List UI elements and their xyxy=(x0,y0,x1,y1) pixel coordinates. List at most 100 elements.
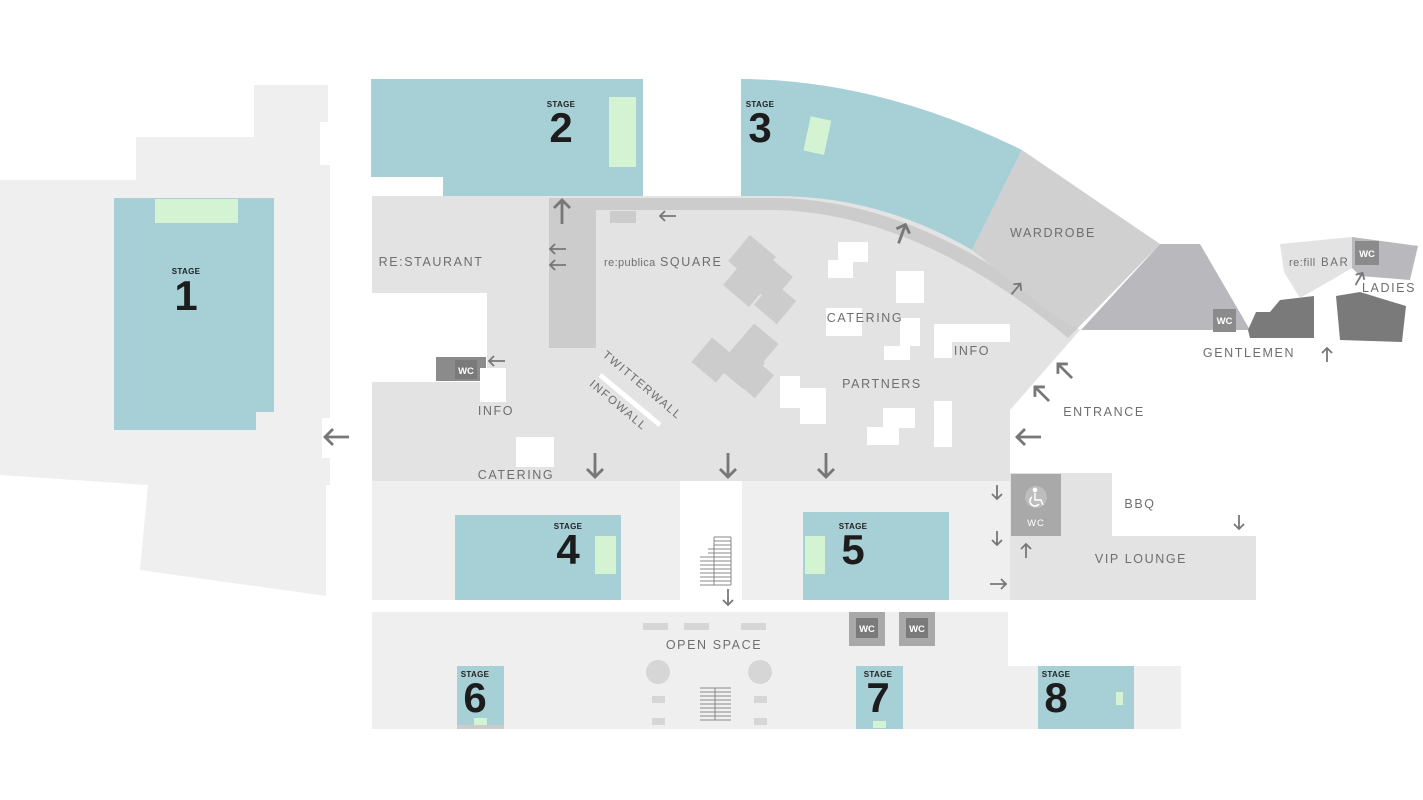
stage-4-number: 4 xyxy=(556,526,580,573)
corridor-small-block xyxy=(610,211,636,223)
arrow-icon xyxy=(719,453,737,479)
stage-8-number: 8 xyxy=(1044,674,1067,721)
left-wc-label: WC xyxy=(458,366,474,377)
arrow-icon xyxy=(817,453,835,479)
gentlemen-dark-block xyxy=(1248,296,1314,338)
partner-stands xyxy=(780,376,952,447)
arrow-icon xyxy=(1056,362,1074,380)
gentlemen-wc-box[interactable] xyxy=(1213,309,1236,332)
arrow-icon xyxy=(548,259,566,271)
stage-2-number: 2 xyxy=(549,104,572,151)
stage-1-number: 1 xyxy=(174,272,197,319)
info-center-label: INFO xyxy=(954,344,990,358)
arrow-icon xyxy=(1015,428,1041,446)
stage-1-label: STAGE xyxy=(172,267,201,276)
arrow-icon xyxy=(991,531,1003,547)
stage-4-label: STAGE xyxy=(554,522,583,531)
stage-4-screen xyxy=(595,536,616,574)
vip-lounge-label: VIP LOUNGE xyxy=(1095,552,1187,566)
accessible-wc-label: WC xyxy=(1027,518,1045,529)
square-label: SQUARE xyxy=(660,255,722,269)
stage-6-number: 6 xyxy=(463,674,486,721)
square-prefix: re:publica xyxy=(604,257,656,269)
arrow-icon xyxy=(586,453,604,479)
stage-6-label: STAGE xyxy=(461,670,490,679)
info-stand-left xyxy=(480,368,506,402)
ladies-wc-box[interactable] xyxy=(1355,241,1379,265)
corridor-wall-vertical xyxy=(549,198,596,348)
gentlemen-label: GENTLEMEN xyxy=(1203,346,1295,360)
stage-5-area[interactable] xyxy=(803,512,949,600)
catering-left-label: CATERING xyxy=(478,468,554,482)
open-space-furniture xyxy=(643,623,772,725)
refill-prefix: re:fill xyxy=(1289,257,1316,269)
open-space-label: OPEN SPACE xyxy=(666,638,762,652)
refill-bar-area xyxy=(1280,237,1352,298)
restaurant-label: RE:STAURANT xyxy=(379,255,484,269)
vip-lounge-area xyxy=(1010,536,1256,600)
bbq-label: BBQ xyxy=(1124,497,1155,511)
stage-5-screen xyxy=(805,536,825,574)
restaurant-area xyxy=(372,196,550,293)
ladies-dark-block xyxy=(1336,292,1406,342)
corridor-wall-curved xyxy=(576,198,1078,338)
arrow-icon xyxy=(1354,271,1366,286)
ladies-label: LADIES xyxy=(1362,281,1416,295)
gentlemen-wc-label: WC xyxy=(1217,316,1233,327)
stage-7-area[interactable] xyxy=(856,666,903,729)
bottom-wc-2-inner xyxy=(906,618,928,638)
ladies-wc-label: WC xyxy=(1359,249,1375,260)
arrow-icon xyxy=(553,198,571,224)
stage-1-wall-notch xyxy=(256,412,276,432)
refill-bar: BAR xyxy=(1321,257,1349,269)
stage-3-label: STAGE xyxy=(746,100,775,109)
arrow-icon xyxy=(895,222,911,244)
stage-1-screen xyxy=(155,199,238,223)
bottom-wc-1-label: WC xyxy=(859,624,875,635)
arrow-icon xyxy=(658,210,676,222)
arrow-icon xyxy=(1020,542,1032,558)
catering-stand-left xyxy=(516,437,554,467)
stage-6-edge xyxy=(457,725,504,729)
left-wc-box[interactable] xyxy=(455,360,477,379)
stage-3-screen xyxy=(803,116,832,155)
gentlemen-area xyxy=(1081,244,1250,330)
stage-8-screen xyxy=(1116,692,1123,705)
arrow-icon xyxy=(487,355,505,367)
refill-bar-label: re:fill BAR xyxy=(1289,257,1349,269)
stage-2-screen xyxy=(609,97,636,167)
stage-2-label: STAGE xyxy=(547,100,576,109)
stage-5-label: STAGE xyxy=(839,522,868,531)
catering-stands xyxy=(826,242,1010,360)
stage-6-screen xyxy=(474,718,487,725)
stage-1-area[interactable] xyxy=(114,198,274,430)
square-stand-bottom xyxy=(691,323,779,399)
arrow-icon xyxy=(1033,385,1051,403)
wheelchair-icon xyxy=(1029,487,1044,507)
entrance-label: ENTRANCE xyxy=(1063,405,1145,419)
stage-8-label: STAGE xyxy=(1042,670,1071,679)
stage-7-number: 7 xyxy=(866,674,889,721)
square-stand-top xyxy=(723,235,797,325)
stage-3-number: 3 xyxy=(748,104,771,151)
wardrobe-label: WARDROBE xyxy=(1010,226,1096,240)
stage-4-area[interactable] xyxy=(455,515,621,600)
stairs-icon xyxy=(700,536,732,586)
twitterwall-divider xyxy=(598,373,662,427)
arrow-icon xyxy=(323,428,349,446)
arrow-icon xyxy=(548,243,566,255)
arrow-icon xyxy=(991,485,1003,501)
bottom-wc-1-inner xyxy=(856,618,878,638)
stage-7-screen xyxy=(873,721,886,728)
partners-label: PARTNERS xyxy=(842,377,922,391)
catering-center-label: CATERING xyxy=(827,311,903,325)
stage-2-area[interactable] xyxy=(371,79,643,196)
info-left-label: INFO xyxy=(478,404,514,418)
arrow-icon xyxy=(990,578,1008,590)
arrow-icon xyxy=(1233,515,1245,531)
stage-7-label: STAGE xyxy=(864,670,893,679)
arrow-icon xyxy=(1321,346,1333,362)
bottom-wc-2-label: WC xyxy=(909,624,925,635)
stage-5-number: 5 xyxy=(841,526,864,573)
